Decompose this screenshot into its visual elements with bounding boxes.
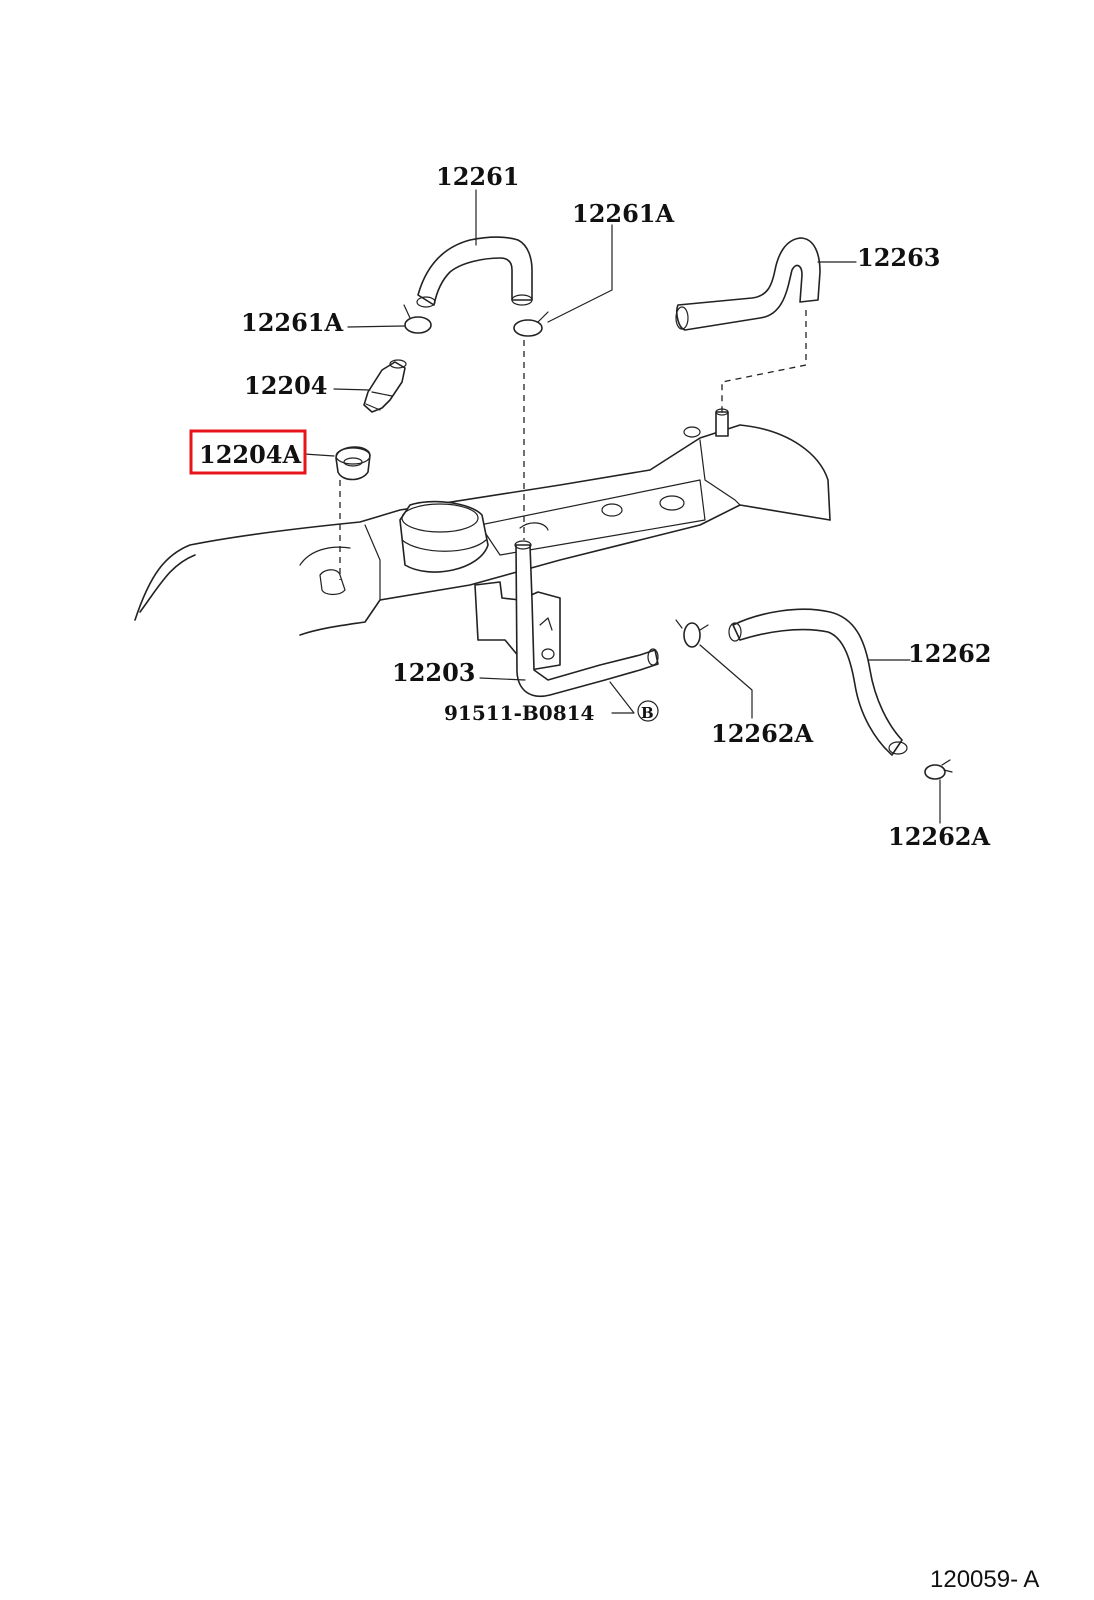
label-12261[interactable]: 12261: [436, 162, 520, 191]
grommet-12204A: [335, 446, 371, 481]
hose-12263: [675, 237, 821, 331]
clamp-12262A-lower: [924, 759, 953, 780]
assembly-dashed-lines: [339, 310, 807, 580]
label-12263[interactable]: 12263: [857, 243, 941, 272]
pipe-12203: [474, 540, 659, 697]
label-12262A-low[interactable]: 12262A: [888, 822, 990, 851]
label-12262A-mid[interactable]: 12262A: [711, 719, 813, 748]
engine-head-cover: [134, 424, 831, 636]
oil-filler-cap: [399, 500, 489, 573]
label-12204A[interactable]: 12204A: [199, 440, 301, 469]
clamp-12261A-right: [513, 311, 549, 337]
engine-stud: [319, 408, 729, 596]
highlight-box-12204A: [189, 429, 307, 475]
label-91511-B0814[interactable]: 91511-B0814: [444, 701, 595, 725]
diagram-code: 120059- A: [930, 1566, 1039, 1593]
hose-12261: [416, 236, 533, 308]
label-12203[interactable]: 12203: [392, 658, 476, 687]
clamp-12261A-left: [403, 304, 432, 334]
label-12262[interactable]: 12262: [908, 639, 992, 668]
clamp-12262A-upper: [675, 619, 709, 648]
label-12261A-top[interactable]: 12261A: [572, 199, 674, 228]
hose-12262: [728, 608, 908, 756]
part-labels: 12261 12261A 12263 12261A 12204 12204A 1…: [199, 162, 992, 851]
ref-b-circle: [637, 700, 659, 722]
pcv-valve-12204: [363, 359, 407, 413]
label-12261A-left[interactable]: 12261A: [241, 308, 343, 337]
leader-lines: [303, 189, 941, 824]
label-12204[interactable]: 12204: [244, 371, 328, 400]
ref-b-label: B: [641, 704, 654, 722]
